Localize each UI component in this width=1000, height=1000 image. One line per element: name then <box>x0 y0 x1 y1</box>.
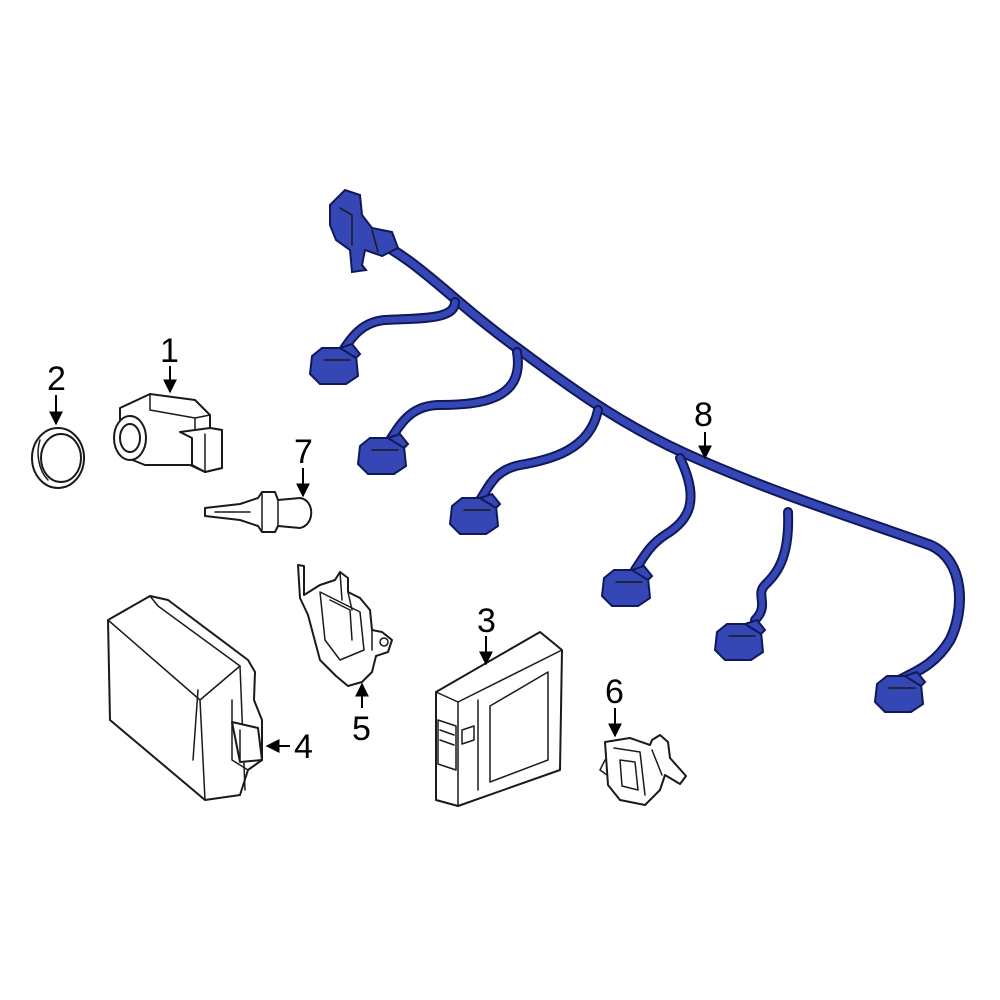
callout-label-2: 2 <box>47 360 66 398</box>
ring-part-2 <box>31 427 85 489</box>
callout-3: 3 <box>477 602 496 666</box>
callout-label-4: 4 <box>294 728 313 766</box>
harness-sensor-connectors <box>308 342 927 713</box>
callout-label-6: 6 <box>605 673 624 711</box>
callout-label-5: 5 <box>352 710 371 748</box>
module-part-3 <box>435 631 563 807</box>
callout-6: 6 <box>605 673 624 738</box>
callout-label-8: 8 <box>694 396 713 434</box>
bracket-part-5 <box>297 564 393 687</box>
callout-2: 2 <box>47 360 66 426</box>
callout-7: 7 <box>294 433 313 498</box>
harness-trunk <box>361 231 963 684</box>
callout-8: 8 <box>694 396 713 460</box>
callout-label-7: 7 <box>294 433 313 471</box>
harness-branches <box>335 297 794 625</box>
callout-label-3: 3 <box>477 602 496 640</box>
wiring-harness-part-8 <box>308 188 965 713</box>
harness-main-connector <box>329 188 400 274</box>
sensor-part-1 <box>113 393 223 473</box>
callout-4: 4 <box>265 728 313 766</box>
clip-part-7 <box>204 491 313 533</box>
callout-5: 5 <box>352 682 371 748</box>
small-bracket-part-6 <box>599 734 687 806</box>
control-module-part-4 <box>107 595 263 801</box>
callout-1: 1 <box>160 332 179 394</box>
callouts: 1 2 3 4 5 6 7 8 <box>47 332 713 766</box>
callout-label-1: 1 <box>160 332 179 370</box>
